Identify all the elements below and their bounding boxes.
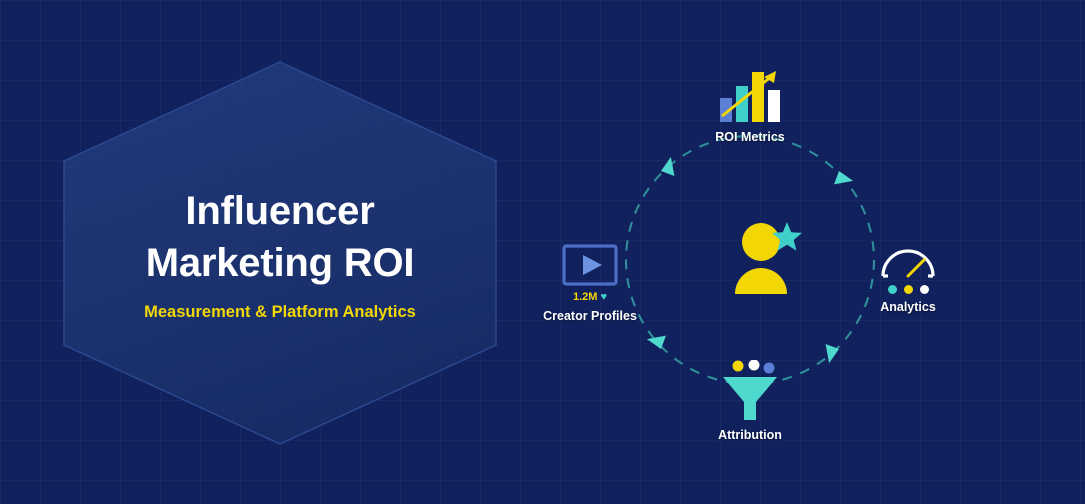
- heart-icon: ♥: [600, 290, 607, 303]
- gauge-arc: [881, 249, 935, 277]
- hero-title-line-1: Influencer: [185, 188, 375, 233]
- node-label-attribution: Attribution: [718, 428, 782, 442]
- hero-subtitle: Measurement & Platform Analytics: [144, 302, 416, 321]
- bar-chart-growth-icon: [720, 71, 780, 122]
- node-label-roi-metrics: ROI Metrics: [715, 130, 785, 144]
- creator-profiles-icon-box: [562, 228, 618, 290]
- person-head: [742, 223, 780, 261]
- roi-metrics-icon-box: [712, 62, 788, 124]
- analytics-dot-3: [919, 285, 929, 294]
- hero-hexagon-panel: Influencer Marketing ROI Measurement & P…: [60, 58, 500, 448]
- gauge-meter-icon: [881, 249, 935, 278]
- node-label-analytics: Analytics: [880, 300, 936, 314]
- ring-arrow-markers: [646, 156, 854, 364]
- analytics-dot-2: [903, 285, 913, 294]
- person-body: [735, 268, 787, 294]
- analytics-dot-1: [887, 285, 897, 294]
- video-frame: [562, 244, 618, 286]
- video-play-icon: [562, 244, 618, 286]
- analytics-dot-row: [887, 285, 929, 294]
- funnel-dot-1: [732, 360, 744, 372]
- hero-text-block: Influencer Marketing ROI Measurement & P…: [60, 58, 500, 448]
- node-analytics[interactable]: Analytics: [833, 218, 983, 314]
- bar-2: [736, 86, 748, 122]
- analytics-icon-box: [877, 218, 939, 280]
- play-triangle: [583, 255, 602, 275]
- funnel-icon: [723, 360, 777, 420]
- bar-3: [752, 72, 764, 122]
- node-roi-metrics[interactable]: ROI Metrics: [675, 62, 825, 144]
- trend-arrow-line: [721, 74, 773, 118]
- funnel-dot-3: [763, 362, 775, 374]
- node-label-creator-profiles: Creator Profiles: [543, 309, 637, 323]
- hexagon-shape: [63, 61, 497, 445]
- funnel-dot-2: [748, 360, 760, 371]
- node-creator-profiles[interactable]: 1.2M ♥ Creator Profiles: [515, 228, 665, 323]
- gauge-needle: [906, 258, 926, 278]
- attribution-icon-box: [715, 360, 785, 422]
- creator-stat-value: 1.2M: [573, 291, 598, 303]
- trend-arrow-head: [764, 71, 776, 83]
- hero-title-line-2: Marketing ROI: [145, 240, 415, 285]
- funnel-body: [723, 377, 777, 420]
- ecosystem-diagram: ROI Metrics 1.2M ♥ Creator Profiles: [530, 40, 1000, 470]
- person-star-icon: [735, 222, 802, 294]
- star-icon: [772, 222, 802, 251]
- creator-stats: 1.2M ♥: [573, 291, 607, 303]
- node-attribution[interactable]: Attribution: [675, 360, 825, 442]
- bar-4: [768, 90, 780, 122]
